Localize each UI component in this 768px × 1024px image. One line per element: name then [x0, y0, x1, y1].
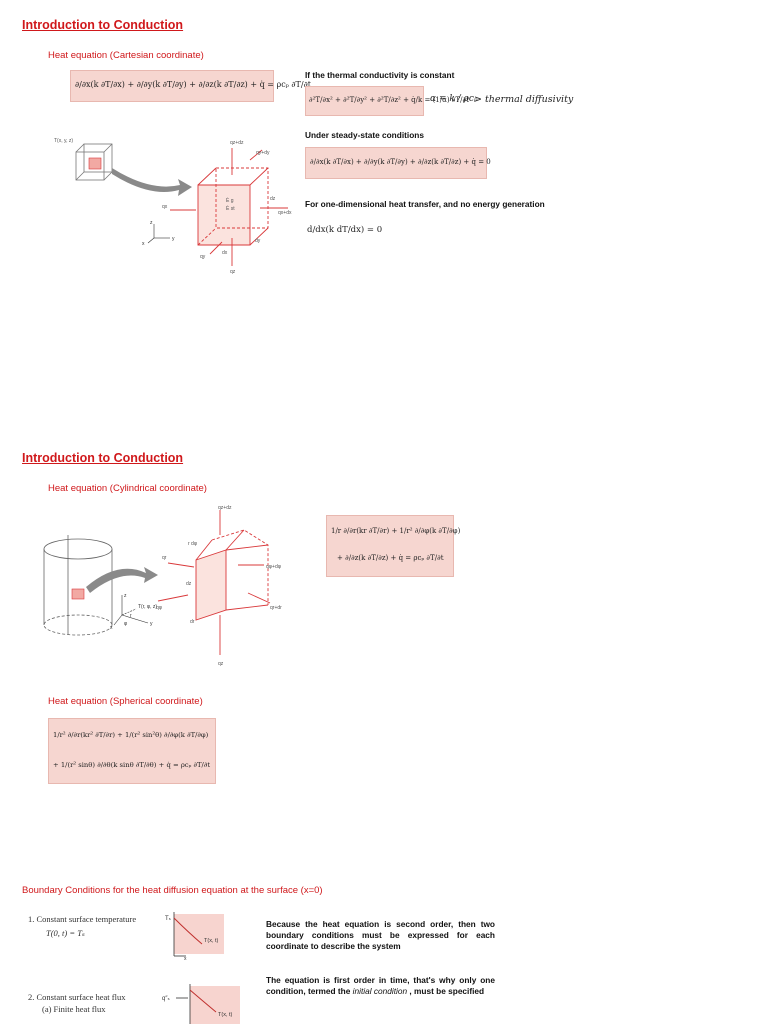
svg-text:Ė st: Ė st: [226, 205, 235, 212]
svg-text:qz+dz: qz+dz: [218, 505, 232, 511]
svg-text:x: x: [110, 625, 113, 631]
svg-text:qx: qx: [162, 204, 168, 210]
svg-text:φ: φ: [124, 621, 128, 627]
bc-item1-label: 1. Constant surface temperature: [28, 914, 137, 924]
constant-k-equation-box: ∂²T/∂x² + ∂²T/∂y² + ∂²T/∂z² + q̇/k = (1/…: [305, 86, 469, 116]
cylindrical-control-volume-figure: T(r, φ, z) z y x r φ qz+dz qr qφ+dφ qr+d…: [43, 505, 282, 667]
svg-text:y: y: [172, 236, 175, 242]
cylindrical-equation-line2: + ∂/∂z(k ∂T/∂z) + q̇ = ρcₚ ∂T/∂t: [337, 554, 444, 562]
svg-text:dy: dy: [255, 238, 261, 244]
bc-item2-label: 2. Constant surface heat flux: [28, 992, 126, 1002]
bc-second-order-paragraph: Because the heat equation is second orde…: [266, 919, 495, 951]
bc-fig1-ts-label: Tₛ: [165, 916, 171, 922]
spherical-equation-line1: 1/r² ∂/∂r(kr² ∂T/∂r) + 1/(r² sin²θ) ∂/∂φ…: [53, 731, 209, 739]
bc-constant-heat-flux-figure: q″ₛ T(x, t): [162, 984, 240, 1024]
bc-fig2-txt-label: T(x, t): [218, 1012, 233, 1018]
bc-initial-condition-paragraph: The equation is first order in time, tha…: [266, 975, 495, 997]
cartesian-subtitle: Heat equation (Cartesian coordinate): [48, 50, 204, 61]
svg-text:qφ+dφ: qφ+dφ: [266, 564, 282, 570]
svg-text:dz: dz: [270, 196, 276, 202]
spherical-subtitle: Heat equation (Spherical coordinate): [48, 696, 203, 707]
constant-k-equation: ∂²T/∂x² + ∂²T/∂y² + ∂²T/∂z² + q̇/k = (1/…: [309, 96, 469, 104]
bc-fig2-qs-label: q″ₛ: [162, 996, 170, 1002]
svg-text:qz: qz: [230, 269, 236, 275]
svg-text:qz+dz: qz+dz: [230, 140, 244, 146]
steady-state-equation-box: ∂/∂x(k ∂T/∂x) + ∂/∂y(k ∂T/∂y) + ∂/∂z(k ∂…: [305, 147, 491, 179]
thermal-diffusivity-label: > thermal diffusivity: [474, 94, 574, 105]
section1-title: Introduction to Conduction: [22, 18, 184, 32]
svg-text:r dφ: r dφ: [188, 541, 198, 547]
svg-text:T(r, φ, z): T(r, φ, z): [138, 604, 157, 610]
svg-text:qy+dy: qy+dy: [256, 150, 270, 156]
bc-constant-temperature-figure: Tₛ T(x, t) x: [165, 912, 224, 962]
cartesian-equation: ∂/∂x(k ∂T/∂x) + ∂/∂y(k ∂T/∂y) + ∂/∂z(k ∂…: [75, 80, 311, 89]
section2-title: Introduction to Conduction: [22, 451, 184, 465]
svg-text:x: x: [142, 241, 145, 247]
bc-para2-italic: initial condition: [352, 986, 408, 996]
svg-text:qφ: qφ: [156, 605, 163, 611]
svg-text:Ė g: Ė g: [226, 197, 234, 204]
cartesian-equation-box: ∂/∂x(k ∂T/∂x) + ∂/∂y(k ∂T/∂y) + ∂/∂z(k ∂…: [70, 70, 311, 102]
cartesian-control-volume-figure: T(x, y, z) qz+dz qy+dy qx qx+dx qy qz dz…: [54, 138, 292, 275]
bc-para2-after: , must be specified: [407, 986, 485, 996]
svg-text:dr: dr: [190, 619, 195, 625]
steady-state-equation: ∂/∂x(k ∂T/∂x) + ∂/∂y(k ∂T/∂y) + ∂/∂z(k ∂…: [310, 158, 491, 166]
one-dimensional-note: For one-dimensional heat transfer, and n…: [305, 199, 545, 209]
spherical-equation-box: 1/r² ∂/∂r(kr² ∂T/∂r) + 1/(r² sin²θ) ∂/∂φ…: [48, 718, 216, 784]
svg-text:z: z: [150, 220, 153, 226]
svg-text:z: z: [124, 593, 127, 599]
bc-fig1-txt-label: T(x, t): [204, 938, 219, 944]
svg-text:r: r: [130, 613, 132, 619]
svg-text:qx+dx: qx+dx: [278, 210, 292, 216]
alpha-definition: α = k / ρcₚ: [430, 94, 478, 104]
cylindrical-equation-box: 1/r ∂/∂r(kr ∂T/∂r) + 1/r² ∂/∂φ(k ∂T/∂φ) …: [326, 515, 460, 577]
bc-item2-sublabel: (a) Finite heat flux: [42, 1004, 106, 1014]
svg-text:dz: dz: [186, 581, 192, 587]
svg-text:qz: qz: [218, 661, 224, 667]
boundary-conditions-title: Boundary Conditions for the heat diffusi…: [22, 885, 323, 896]
svg-text:y: y: [150, 621, 153, 627]
cylindrical-equation-line1: 1/r ∂/∂r(kr ∂T/∂r) + 1/r² ∂/∂φ(k ∂T/∂φ): [331, 527, 461, 535]
constant-k-note: If the thermal conductivity is constant: [305, 70, 455, 80]
cylindrical-subtitle: Heat equation (Cylindrical coordinate): [48, 483, 207, 494]
steady-state-note: Under steady-state conditions: [305, 130, 424, 140]
bc-para2-before: The equation is first order in time, tha…: [266, 975, 495, 996]
bc-fig1-x-label: x: [184, 956, 187, 962]
spherical-equation-line2: + 1/(r² sinθ) ∂/∂θ(k sinθ ∂T/∂θ) + q̇ = …: [53, 761, 211, 769]
svg-text:dx: dx: [222, 250, 228, 256]
svg-text:qy: qy: [200, 254, 206, 260]
svg-text:qr: qr: [162, 555, 167, 561]
svg-text:qr+dr: qr+dr: [270, 605, 282, 611]
bc-item1-equation: T(0, t) = Tₛ: [46, 928, 85, 938]
one-dimensional-equation: d/dx(k dT/dx) = 0: [307, 225, 383, 235]
svg-text:T(x, y, z): T(x, y, z): [54, 138, 73, 144]
